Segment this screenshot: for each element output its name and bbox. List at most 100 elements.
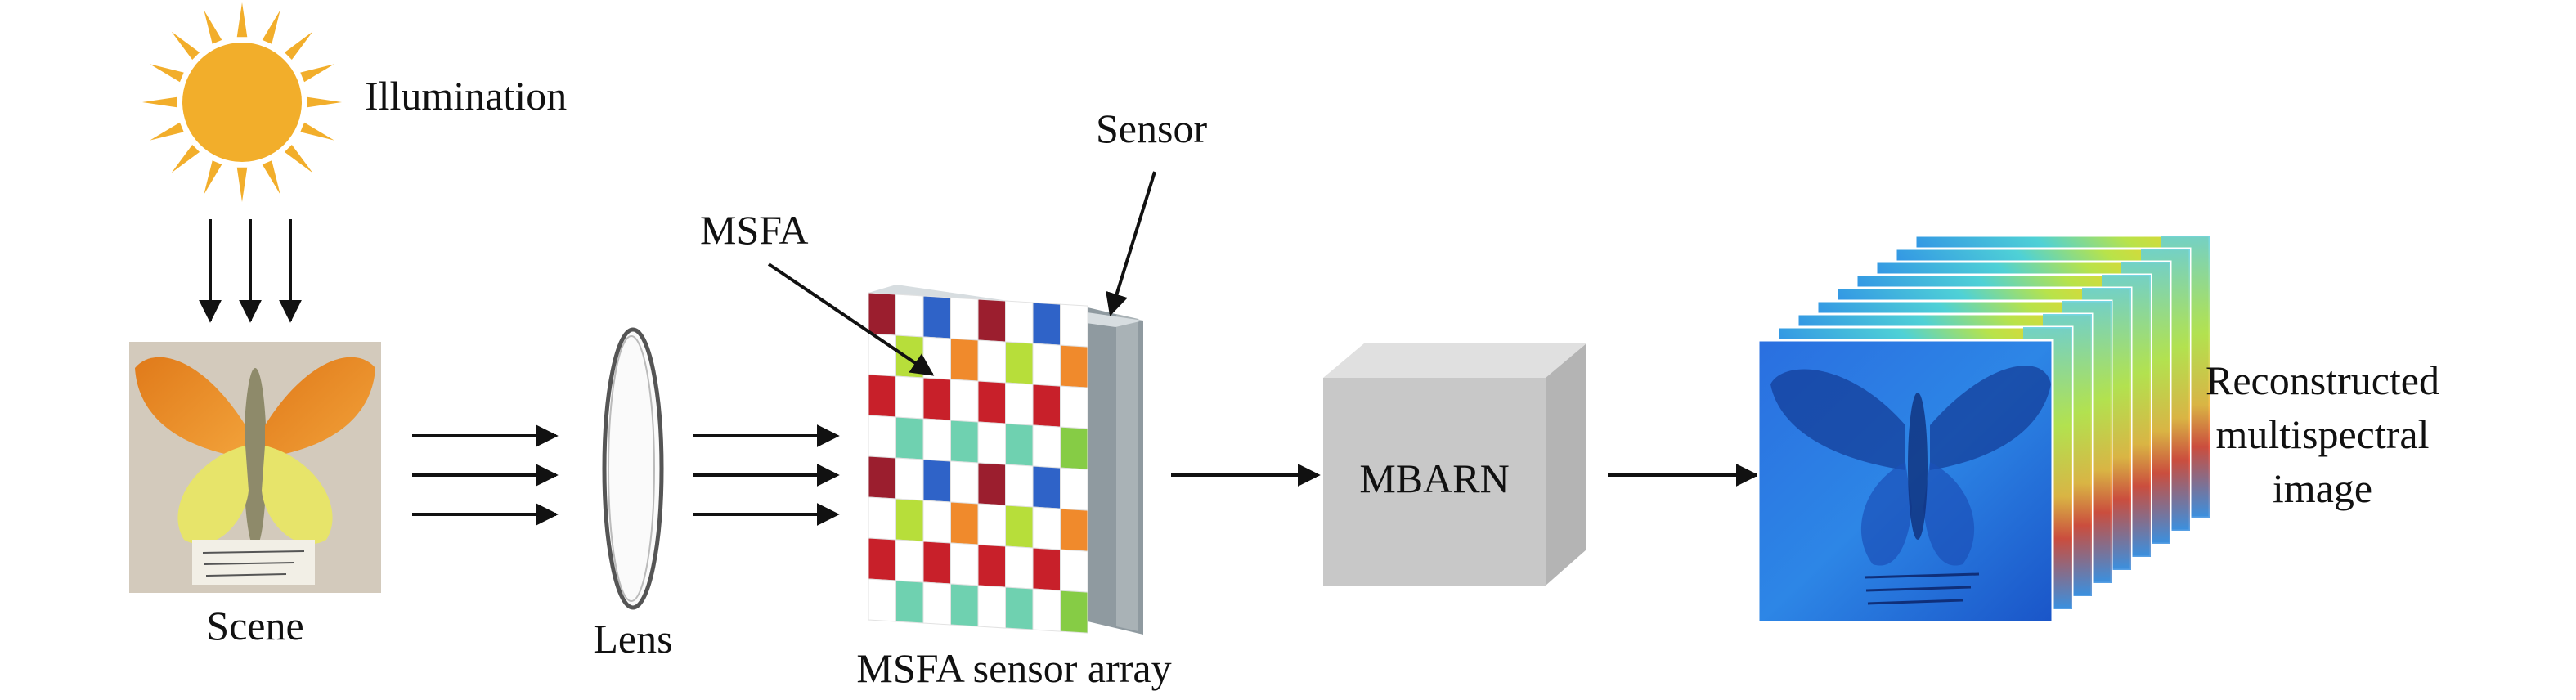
scene-to-lens-arrows: [412, 424, 559, 526]
msfa-filter-cell: [1005, 586, 1034, 630]
multispectral-image-stack: [1757, 234, 2211, 624]
msfa-filter-cell: [922, 377, 951, 421]
msfa-filter-cell: [922, 295, 951, 339]
sun-ray: [300, 64, 334, 83]
sun-ray: [284, 144, 313, 173]
msfa-filter-cell: [895, 334, 924, 379]
msfa-filter-cell: [922, 541, 951, 585]
msfa-filter-cell: [868, 374, 896, 418]
msfa-filter-cell: [1060, 467, 1088, 511]
msfa-filter-cell: [868, 415, 896, 459]
msfa-filter-cell: [950, 338, 979, 382]
msfa-filter-cell: [1032, 506, 1061, 550]
msfa-filter-cell: [977, 339, 1006, 384]
msfa-filter-cell: [895, 457, 924, 501]
msfa-filter-cell: [1032, 424, 1061, 469]
msfa-filter-cell: [1005, 464, 1034, 508]
msfa-filter-cell: [1060, 590, 1088, 634]
output-label-line2: multispectral: [2215, 411, 2430, 457]
msfa-filter-cell: [977, 503, 1006, 547]
sun-ray: [284, 31, 313, 61]
msfa-filter-cell: [950, 460, 979, 505]
pointer-arrows: [767, 171, 1156, 376]
sun-ray: [236, 2, 248, 38]
sun-ray: [204, 10, 222, 44]
msfa-filter-cell: [868, 537, 896, 581]
sun-ray: [307, 96, 342, 108]
msfa-filter-cell: [922, 418, 951, 462]
msfa-filter-cell: [895, 375, 924, 420]
mbarn-network-block: [1323, 343, 1586, 586]
sun-ray: [236, 167, 248, 202]
msfa-filter-cell: [1005, 341, 1034, 385]
output-label-line3: image: [2272, 465, 2373, 511]
sun-icon: [142, 2, 342, 202]
msfa-filter-cell: [1060, 549, 1088, 593]
lens-to-sensor-arrows: [693, 424, 840, 526]
illumination-arrows: [199, 219, 302, 323]
sun-ray: [150, 122, 184, 141]
msfa-filter-cell: [977, 462, 1006, 506]
msfa-filter-cell: [950, 379, 979, 423]
msfa-filter-cell: [895, 498, 924, 542]
msfa-label: MSFA: [700, 207, 809, 253]
sun-ray: [142, 96, 177, 108]
msfa-filter-cell: [868, 578, 896, 622]
msfa-filter-cell: [977, 585, 1006, 629]
msfa-filter-cell: [1032, 588, 1061, 632]
sun-ray: [150, 64, 184, 83]
msfa-filter-cell: [950, 420, 979, 464]
msfa-filter-cell: [1005, 505, 1034, 549]
msfa-filter-cell: [868, 496, 896, 541]
sun-ray: [204, 160, 222, 195]
msfa-sensor-array-label: MSFA sensor array: [856, 645, 1172, 691]
msfa-filter-cell: [1005, 382, 1034, 426]
msfa-filter-cell: [1060, 385, 1088, 429]
msfa-filter-cell: [895, 580, 924, 624]
msfa-filter-cell: [922, 500, 951, 544]
msfa-filter-cell: [1060, 508, 1088, 552]
msfa-filter-cell: [950, 542, 979, 586]
output-label-line1: Reconstructed: [2205, 357, 2439, 403]
msfa-filter-cell: [1032, 384, 1061, 428]
msfa-filter-cell: [895, 294, 924, 338]
msfa-filter-cell: [950, 501, 979, 545]
msfa-filter-cell: [1060, 344, 1088, 388]
msfa-filter-cell: [977, 298, 1006, 343]
sensor-label: Sensor: [1096, 105, 1208, 151]
msfa-filter-cell: [1032, 302, 1061, 346]
msfa-filter-cell: [922, 459, 951, 503]
sun-ray: [262, 10, 280, 44]
lens-label: Lens: [593, 616, 673, 662]
sun-ray: [171, 31, 200, 61]
msfa-filter-cell: [1060, 303, 1088, 348]
sun-ray: [262, 160, 280, 195]
msfa-filter-cell: [922, 581, 951, 626]
lens-icon: [602, 327, 664, 610]
msfa-filter-cell: [1032, 343, 1061, 387]
msfa-filter-cell: [868, 455, 896, 500]
msfa-filter-cell: [895, 539, 924, 583]
sun-ray: [300, 122, 334, 141]
msfa-filter-cell: [1032, 547, 1061, 591]
msfa-filter-cell: [1005, 545, 1034, 590]
sun-ray: [171, 144, 200, 173]
msfa-filter-cell: [977, 544, 1006, 588]
msfa-filter-cell: [950, 297, 979, 341]
msfa-sensor: [868, 285, 1143, 635]
msfa-filter-cell: [1005, 423, 1034, 467]
msfa-filter-cell: [1032, 465, 1061, 509]
msfa-filter-cell: [1005, 300, 1034, 344]
msfa-filter-cell: [868, 292, 896, 336]
msfa-filter-cell: [895, 416, 924, 460]
scene-label: Scene: [206, 603, 304, 648]
msfa-filter-cell: [977, 421, 1006, 465]
illumination-label: Illumination: [365, 73, 568, 119]
msfa-filter-cell: [977, 380, 1006, 424]
reconstructed-butterfly: [1770, 366, 2051, 605]
msfa-filter-grid: [868, 292, 1088, 634]
msfa-filter-cell: [950, 583, 979, 627]
scene-image: [129, 342, 381, 593]
